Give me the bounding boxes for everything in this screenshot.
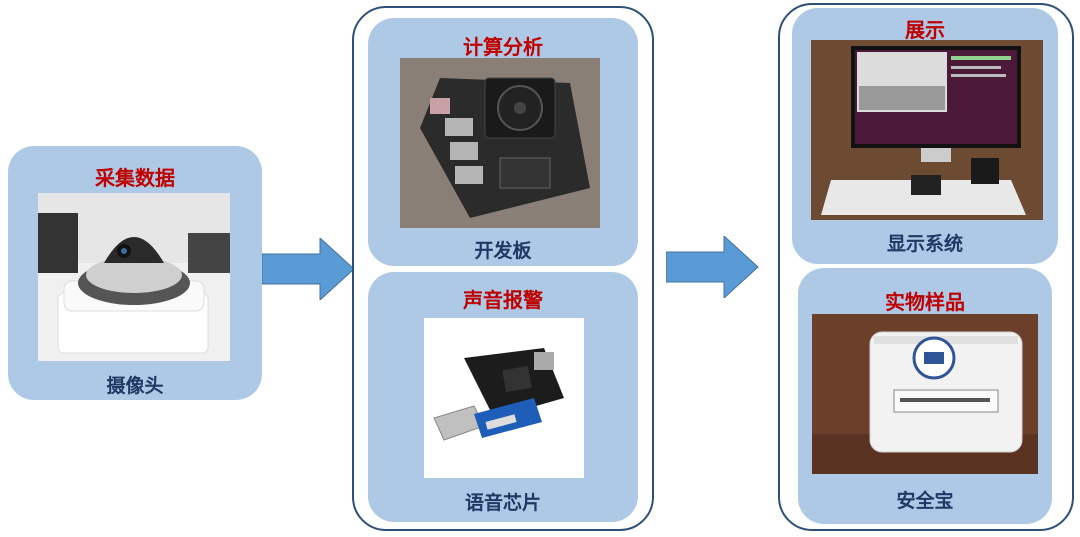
alarm-card: 声音报警 语音芯片 — [368, 272, 638, 522]
capture-title: 采集数据 — [95, 166, 175, 190]
display-system-photo — [811, 40, 1043, 220]
voice-chip-photo — [424, 318, 584, 478]
capture-caption: 摄像头 — [106, 375, 164, 397]
sample-card: 实物样品 安全宝 — [798, 268, 1052, 524]
sample-title: 实物样品 — [885, 290, 965, 314]
display-caption: 显示系统 — [886, 233, 963, 255]
flow-arrow-2 — [666, 236, 760, 298]
compute-caption: 开发板 — [474, 240, 532, 262]
alarm-caption: 语音芯片 — [464, 492, 541, 514]
alarm-title: 声音报警 — [463, 288, 543, 312]
sample-caption: 安全宝 — [896, 490, 954, 512]
compute-title: 计算分析 — [463, 35, 543, 59]
safety-box-photo — [812, 314, 1038, 474]
flow-arrow-1 — [262, 238, 356, 300]
compute-card: 计算分析 开发板 — [368, 18, 638, 266]
dev-board-photo — [400, 58, 600, 228]
display-title: 展示 — [905, 18, 945, 42]
camera-photo — [38, 193, 230, 361]
display-card: 展示 显示系统 — [792, 8, 1058, 264]
capture-card: 采集数据 摄像头 — [8, 146, 262, 400]
